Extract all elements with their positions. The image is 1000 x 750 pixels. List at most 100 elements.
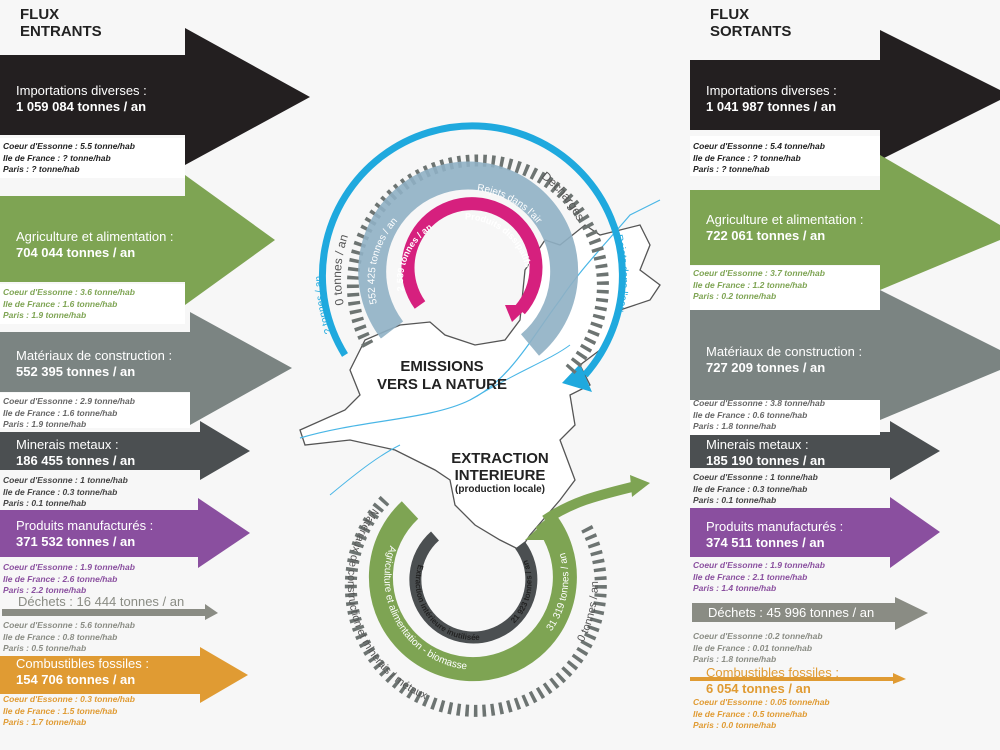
- sub-background: [0, 393, 190, 428]
- river: [329, 344, 571, 496]
- sub-background: [690, 266, 880, 310]
- per-capita-essonne: Coeur d'Essonne : 1 tonne/hab: [693, 472, 818, 482]
- category-name: Déchets : 45 996 tonnes / an: [708, 605, 875, 620]
- entrants-agriculture-label: Agriculture et alimentation :704 044 ton…: [16, 229, 174, 261]
- arrow-import-out: [690, 30, 1000, 160]
- title-line: ENTRANTS: [20, 23, 102, 40]
- category-value: 704 044 tonnes / an: [16, 245, 136, 260]
- sortants-dechets-label: Déchets : 45 996 tonnes / an: [708, 605, 874, 621]
- agri-export-arrowhead: [630, 475, 650, 497]
- category-value: 185 190 tonnes / an: [706, 453, 826, 468]
- emissions-title: EMISSIONS VERS LA NATURE: [372, 358, 512, 394]
- sub-background: [0, 284, 185, 324]
- inutilisee-label: Extraction intérieure inutilisée: [414, 564, 481, 642]
- category-value: 722 061 tonnes / an: [706, 228, 826, 243]
- per-capita-paris: Paris : 0.0 tonne/hab: [693, 720, 777, 730]
- per-capita-essonne: Coeur d'Essonne :0.2 tonne/hab: [693, 631, 823, 641]
- per-capita-paris: Paris : 1.9 tonne/hab: [3, 419, 87, 429]
- arrow-agri-out: [690, 155, 1000, 290]
- per-capita-paris: Paris : 2.2 tonne/hab: [3, 585, 87, 595]
- river: [299, 199, 661, 439]
- title-line: EMISSIONS: [400, 358, 484, 375]
- arrow-produits-in: [0, 498, 250, 568]
- category-value: 186 455 tonnes / an: [16, 453, 136, 468]
- per-capita-essonne: Coeur d'Essonne : 1.9 tonne/hab: [3, 562, 135, 572]
- per-capita-paris: Paris : ? tonne/hab: [693, 164, 770, 174]
- arrow-minerais-out: [690, 421, 940, 480]
- entrants-minerais-label: Minerais metaux :186 455 tonnes / an: [16, 437, 135, 469]
- category-value: 374 511 tonnes / an: [706, 535, 825, 550]
- category-name: Minerais metaux :: [706, 437, 809, 452]
- dissipatifs-arc: [401, 197, 543, 315]
- entrants-importations-label: Importations diverses :1 059 084 tonnes …: [16, 83, 147, 115]
- sortants-produits-label: Produits manufacturés :374 511 tonnes / …: [706, 519, 843, 551]
- per-capita-paris: Paris : 0.1 tonne/hab: [3, 498, 87, 508]
- title-line: FLUX: [710, 6, 750, 23]
- title-line: FLUX: [20, 6, 60, 23]
- subtitle: (production locale): [455, 484, 545, 495]
- materiaux-value-text: 0 tonnes / an: [575, 581, 601, 644]
- category-value: 1 041 987 tonnes / an: [706, 99, 837, 114]
- category-name: Déchets : 16 444 tonnes / an: [18, 594, 185, 609]
- per-capita-idf: Ile de France : 1.5 tonne/hab: [3, 705, 118, 716]
- per-capita-essonne: Coeur d'Essonne : 0.3 tonne/hab: [3, 694, 135, 704]
- per-capita-paris: Paris : 0.1 tonne/hab: [693, 495, 777, 505]
- per-capita-essonne: Coeur d'Essonne : 1 tonne/hab: [3, 475, 128, 485]
- title-line: INTERIEURE: [454, 467, 546, 484]
- category-name: Agriculture et alimentation :: [16, 229, 174, 244]
- per-capita-essonne: Coeur d'Essonne : 3.8 tonne/hab: [693, 398, 825, 408]
- category-name: Importations diverses :: [706, 83, 837, 98]
- per-capita-paris: Paris : 0.2 tonne/hab: [693, 291, 777, 301]
- per-capita-idf: Ile de France : 1.6 tonne/hab: [3, 298, 118, 309]
- sortants-minerais-label: Minerais metaux :185 190 tonnes / an: [706, 437, 825, 469]
- per-capita-essonne: Coeur d'Essonne : 3.6 tonne/hab: [3, 287, 135, 297]
- inutilisee-value: 21 923 tonnes / an: [509, 559, 534, 625]
- per-capita-idf: Ile de France : 0.6 tonne/hab: [693, 409, 808, 420]
- category-value: 154 706 tonnes / an: [16, 672, 136, 687]
- category-name: Produits manufacturés :: [706, 519, 844, 534]
- category-value: 6 054 tonnes / an: [706, 681, 811, 696]
- materiaux-value: 0 tonnes / an: [575, 581, 601, 644]
- sortants-combustibles-label: Combustibles fossiles :6 054 tonnes / an: [706, 665, 839, 697]
- category-name: Matériaux de construction :: [16, 348, 173, 363]
- inutilisee-label-text: Extraction intérieure inutilisée: [414, 564, 481, 642]
- per-capita-paris: Paris : ? tonne/hab: [3, 164, 80, 174]
- per-capita-essonne: Coeur d'Essonne : 2.9 tonne/hab: [3, 396, 135, 406]
- inutilisee-value-text: 21 923 tonnes / an: [509, 559, 534, 625]
- arrow-dechets-in: [2, 604, 218, 620]
- per-capita-essonne: Coeur d'Essonne : 1.9 tonne/hab: [693, 560, 825, 570]
- arrow-import-in: [0, 28, 310, 165]
- per-capita-essonne: Coeur d'Essonne : 0.05 tonne/hab: [693, 697, 830, 707]
- air-arc: [358, 161, 579, 356]
- arrow-agri-in: [0, 175, 275, 305]
- per-capita-paris: Paris : 1.8 tonne/hab: [693, 654, 777, 664]
- category-name: Importations diverses :: [16, 83, 147, 98]
- sortants-importations-label: Importations diverses :1 041 987 tonnes …: [706, 83, 837, 115]
- decharges-arc: [346, 154, 609, 375]
- sortants-agriculture-label: Agriculture et alimentation :722 061 ton…: [706, 212, 864, 244]
- arrow-materiaux-in: [0, 312, 292, 425]
- per-capita-idf: Ile de France : 0.01 tonne/hab: [693, 642, 813, 653]
- category-name: Produits manufacturés :: [16, 518, 154, 533]
- per-capita-paris: Paris : 1.9 tonne/hab: [3, 310, 87, 320]
- arrow-produits-out: [690, 497, 940, 568]
- per-capita-idf: Ile de France : 0.3 tonne/hab: [3, 486, 118, 497]
- per-capita-idf: Ile de France : 1.2 tonne/hab: [693, 279, 808, 290]
- central-diagram: ? tonnes / an Rejets dans l'eau 0 tonnes…: [299, 122, 661, 717]
- per-capita-paris: Paris : 0.5 tonne/hab: [3, 643, 87, 653]
- category-name: Matériaux de construction :: [706, 344, 863, 359]
- inutilisee-arc: [409, 531, 538, 644]
- category-value: 371 532 tonnes / an: [16, 534, 136, 549]
- entrants-dechets-label: Déchets : 16 444 tonnes / an: [18, 594, 184, 610]
